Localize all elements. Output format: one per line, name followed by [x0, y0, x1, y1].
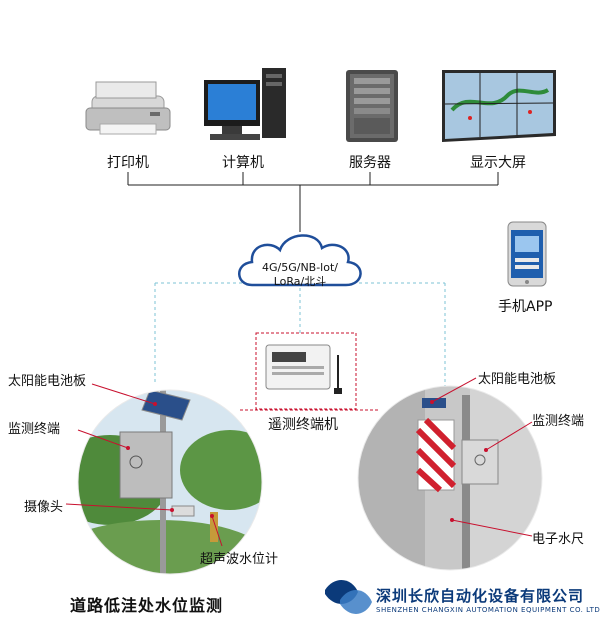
cloud-network-label: 4G/5G/NB-lot/ LoRa/北斗: [245, 261, 355, 289]
left-solar-panel-label: 太阳能电池板: [8, 374, 87, 389]
display-wall-icon: [442, 70, 556, 142]
device-label-server: 服务器: [349, 155, 391, 171]
printer-icon: [85, 81, 171, 135]
rtu-label: 遥测终端机: [268, 417, 338, 433]
company-name-en: SHENZHEN CHANGXIN AUTOMATION EQUIPMENT C…: [376, 606, 600, 614]
server-icon: [346, 70, 398, 142]
cloud-line-2: LoRa/北斗: [273, 275, 327, 288]
right-site-photo: [357, 385, 543, 571]
company-logo-icon: [325, 580, 372, 614]
device-label-display-wall: 显示大屏: [470, 155, 526, 171]
device-label-computer: 计算机: [222, 155, 264, 171]
device-label-printer: 打印机: [107, 155, 149, 171]
electronic-water-gauge-label: 电子水尺: [532, 532, 585, 547]
computer-icon: [204, 68, 286, 140]
right-solar-panel-label: 太阳能电池板: [478, 372, 557, 387]
callout-lines: [65, 377, 533, 547]
ultrasonic-level-meter-label: 超声波水位计: [200, 552, 279, 567]
cloud-icon: [238, 234, 362, 287]
device-connector-lines: [127, 172, 499, 232]
rtu-frame: [255, 332, 357, 410]
company-name-cn: 深圳长欣自动化设备有限公司: [376, 587, 585, 605]
cloud-line-1: 4G/5G/NB-lot/: [261, 261, 338, 274]
phone-app-label: 手机APP: [498, 299, 553, 315]
left-site-photo: [77, 389, 263, 575]
callout-dots: [126, 400, 488, 522]
camera-label: 摄像头: [24, 500, 64, 515]
left-monitor-terminal-label: 监测终端: [8, 422, 61, 437]
phone-icon: [507, 221, 547, 287]
diagram-title: 道路低洼处水位监测: [70, 596, 224, 615]
right-monitor-terminal-label: 监测终端: [532, 414, 585, 429]
rtu-device-icon: [265, 344, 342, 394]
